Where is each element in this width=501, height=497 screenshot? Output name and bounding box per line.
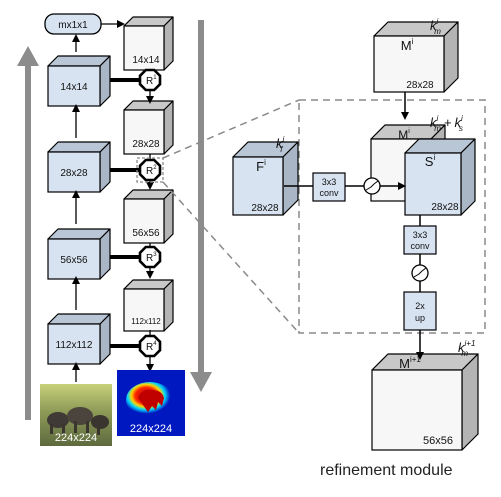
k-base: k — [455, 115, 463, 130]
top-down-arrow — [190, 20, 212, 392]
k-sup: i — [283, 135, 285, 144]
conv-m-line1: 3x3 — [413, 230, 428, 240]
relu-icon — [411, 264, 429, 282]
output-pill: mx1x1 — [44, 13, 102, 35]
conv-f-box: 3x3 conv — [312, 172, 346, 202]
mask-concat-symbol: Mi — [398, 128, 410, 142]
encoder-block: 56x56 — [47, 228, 111, 280]
conv-f-line1: 3x3 — [322, 177, 337, 187]
conv-f-line2: conv — [319, 188, 339, 198]
refinement-node-label: R3 — [146, 252, 157, 264]
plus: + — [444, 115, 452, 130]
zoom-projection — [162, 99, 486, 334]
svg-text:ki+1m: ki+1m — [458, 339, 475, 358]
output-pill-label: mx1x1 — [58, 20, 88, 31]
k-sup: i — [437, 17, 439, 26]
feature-block: Fi 28x28 — [232, 141, 299, 216]
refinement-node: R2 — [138, 158, 162, 182]
mask-input-block: Mi 28x28 — [373, 21, 459, 93]
decoder-block-label: 14x14 — [132, 55, 160, 66]
input-image: 224x224 — [40, 384, 112, 446]
caption: refinement module — [320, 462, 453, 479]
refinement-node-label: R4 — [146, 341, 157, 353]
encoder-block: 14x14 — [47, 55, 111, 107]
k-sub: m — [434, 124, 441, 133]
skip-connections — [110, 78, 140, 348]
upsample-line2: up — [415, 313, 425, 323]
concat-size: 28x28 — [431, 202, 459, 213]
feature-size: 28x28 — [251, 203, 279, 214]
encoder-block: 28x28 — [47, 141, 111, 193]
mask-output-size: 56x56 — [423, 435, 453, 447]
svg-text:kim: kim — [430, 17, 441, 36]
output-mask-image: 224x224 — [117, 370, 185, 436]
decoder-block: 28x28 — [123, 100, 174, 155]
module-connectors — [284, 92, 424, 360]
encoder-block-label: 28x28 — [60, 168, 88, 179]
svg-text:kim+kis: kim+kis — [430, 114, 463, 133]
k-sub: m — [434, 27, 441, 36]
encoder-block-label: 14x14 — [60, 82, 88, 93]
decoder-block-label: 56x56 — [132, 228, 160, 239]
refinement-node: R3 — [138, 245, 162, 269]
upsample-box: 2x up — [403, 291, 437, 331]
k-sub: m — [461, 349, 468, 358]
refinement-node: R4 — [138, 334, 162, 358]
input-image-label: 224x224 — [55, 432, 97, 444]
encoder-block: 112x112 — [47, 313, 111, 365]
k-sub: f — [280, 145, 283, 154]
mask-input-symbol: Mi — [401, 37, 414, 53]
k-sub: s — [459, 124, 463, 133]
encoder-block-label: 56x56 — [60, 255, 88, 266]
k-base: k — [276, 136, 284, 151]
conv-m-box: 3x3 conv — [403, 225, 437, 255]
upsample-line1: 2x — [415, 301, 425, 311]
refinement-node-label: R2 — [146, 165, 157, 177]
encoder-block-label: 112x112 — [56, 340, 93, 351]
decoder-block-label: 112x112 — [131, 317, 161, 326]
k-sup: i+1 — [465, 339, 476, 348]
refinement-node-label: R1 — [146, 75, 157, 87]
mask-output-block: Mi+1 56x56 — [371, 353, 479, 451]
output-mask-label: 224x224 — [130, 423, 172, 435]
decoder-block: 112x112 — [123, 279, 174, 332]
svg-text:kif: kif — [276, 135, 285, 154]
k-sup: i — [461, 114, 463, 123]
r2-highlight — [136, 157, 164, 183]
conv-m-line2: conv — [410, 241, 430, 251]
decoder-block: 14x14 — [123, 16, 174, 71]
refinement-node: R1 — [138, 68, 162, 92]
k-base: k — [458, 340, 466, 355]
skip-features-symbol: Si — [425, 153, 436, 169]
feature-symbol: Fi — [256, 158, 266, 174]
relu-icon — [363, 177, 381, 195]
mask-input-size: 28x28 — [406, 80, 434, 91]
decoder-block: 56x56 — [123, 189, 174, 244]
k-sup: i — [437, 114, 439, 123]
k-base: k — [430, 18, 438, 33]
k-base: k — [430, 115, 438, 130]
skip-features-block: Si 28x28 — [404, 138, 476, 216]
decoder-block-label: 28x28 — [132, 139, 160, 150]
mask-output-symbol: Mi+1 — [399, 355, 421, 371]
bottom-up-arrow — [17, 46, 39, 420]
